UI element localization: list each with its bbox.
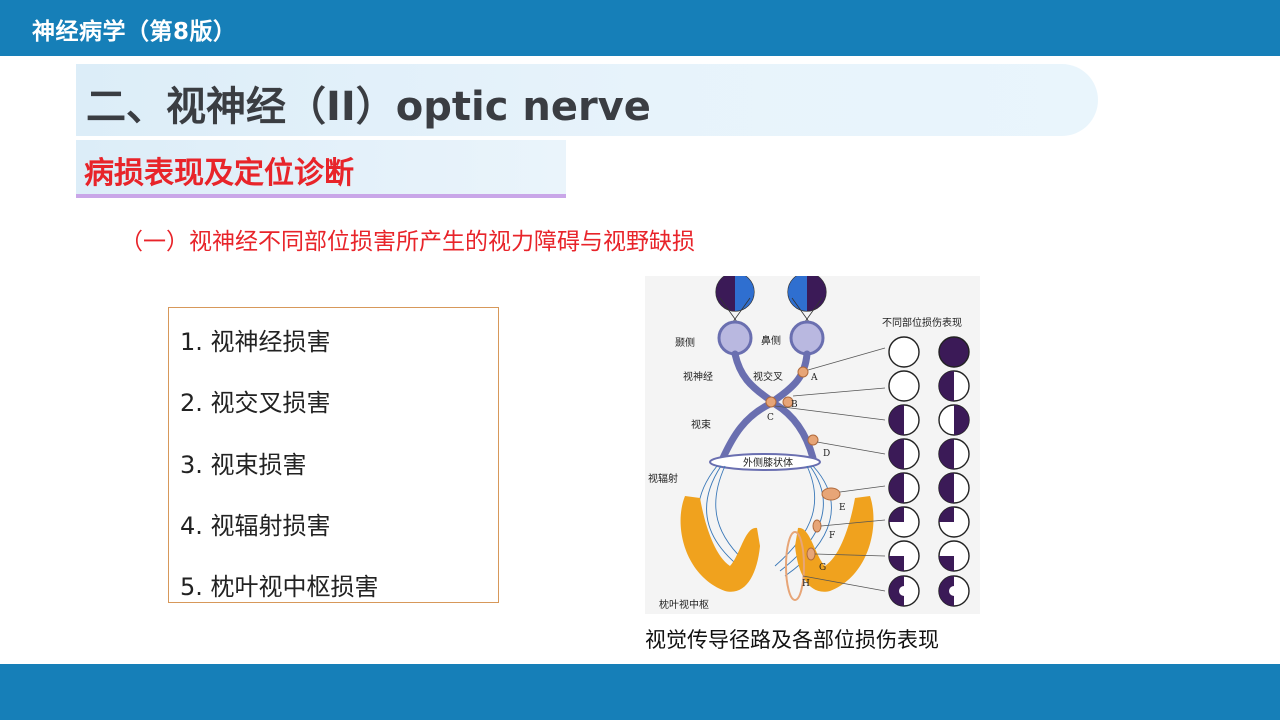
defect-g-right xyxy=(938,540,970,572)
defect-d-right xyxy=(938,438,970,470)
defect-f-left xyxy=(888,506,920,538)
marker-d: D xyxy=(823,449,830,459)
slide-subtitle: 病损表现及定位诊断 xyxy=(84,156,354,191)
defect-a-left xyxy=(888,336,920,368)
defect-c-left xyxy=(888,404,920,436)
title-band: 二、视神经（II）optic nerve xyxy=(76,64,1098,136)
defect-c-right xyxy=(938,404,970,436)
lgn-band xyxy=(709,453,821,471)
subtitle-band: 病损表现及定位诊断 xyxy=(76,140,566,198)
lesion-item-chiasm: 2. 视交叉损害 xyxy=(180,389,331,417)
right-eyeball xyxy=(789,320,825,356)
lesion-item-radiation: 4. 视辐射损害 xyxy=(180,512,331,540)
left-occipital-cortex xyxy=(680,496,760,592)
label-lgn: 外侧膝状体 xyxy=(743,456,793,469)
marker-b: B xyxy=(791,400,798,410)
visual-pathway-diagram: 颞侧 鼻侧 视神经 视交叉 视束 外侧膝状体 视辐射 枕叶视中枢 不同部位损伤表… xyxy=(648,272,970,611)
lesion-markers xyxy=(765,366,841,561)
label-optic-nerve: 视神经 xyxy=(683,370,713,383)
slide-title: 二、视神经（II）optic nerve xyxy=(86,84,651,130)
marker-e: E xyxy=(839,503,846,513)
label-temporal: 颞侧 xyxy=(675,336,695,349)
lesion-item-occipital: 5. 枕叶视中枢损害 xyxy=(180,573,379,601)
defect-f-right xyxy=(938,506,970,538)
figure-caption: 视觉传导径路及各部位损伤表现 xyxy=(645,628,939,652)
right-eye-visual-field xyxy=(787,272,827,312)
marker-f: F xyxy=(829,531,835,541)
lesion-h-oval xyxy=(785,531,805,601)
defect-panel xyxy=(888,336,970,607)
marker-a: A xyxy=(810,373,818,383)
lesion-item-optic-nerve: 1. 视神经损害 xyxy=(180,328,331,356)
label-radiation: 视辐射 xyxy=(648,472,678,485)
label-optic-tract: 视束 xyxy=(691,418,711,431)
lesion-item-optic-tract: 3. 视束损害 xyxy=(180,451,307,479)
optic-pathway xyxy=(719,350,817,462)
bottom-bar xyxy=(0,664,1280,720)
defect-h-right xyxy=(938,575,970,607)
label-nasal: 鼻侧 xyxy=(761,334,781,347)
marker-g: G xyxy=(819,563,826,573)
marker-c: C xyxy=(767,413,774,423)
defect-e-right xyxy=(938,472,970,504)
defect-e-left xyxy=(888,472,920,504)
defect-d-left xyxy=(888,438,920,470)
right-occipital-cortex xyxy=(795,496,874,592)
left-eye-visual-field xyxy=(715,272,755,312)
label-chiasm: 视交叉 xyxy=(753,370,783,383)
course-title: 神经病学（第8版） xyxy=(32,19,237,45)
label-occipital: 枕叶视中枢 xyxy=(659,598,709,611)
top-bar: 神经病学（第8版） xyxy=(0,0,1280,56)
panel-title: 不同部位损伤表现 xyxy=(882,316,962,329)
defect-b-left xyxy=(888,370,920,402)
visual-pathway-figure: 颞侧 鼻侧 视神经 视交叉 视束 外侧膝状体 视辐射 枕叶视中枢 不同部位损伤表… xyxy=(645,272,980,614)
section-heading: （一）视神经不同部位损害所产生的视力障碍与视野缺损 xyxy=(120,229,695,255)
defect-g-left xyxy=(888,540,920,572)
left-eyeball xyxy=(717,320,753,356)
lesion-list-box: 1. 视神经损害 2. 视交叉损害 3. 视束损害 4. 视辐射损害 5. 枕叶… xyxy=(168,307,499,603)
defect-h-left xyxy=(888,575,920,607)
defect-a-right xyxy=(938,336,970,368)
defect-b-right xyxy=(938,370,970,402)
marker-h: H xyxy=(802,579,810,589)
pointer-lines xyxy=(774,347,886,592)
